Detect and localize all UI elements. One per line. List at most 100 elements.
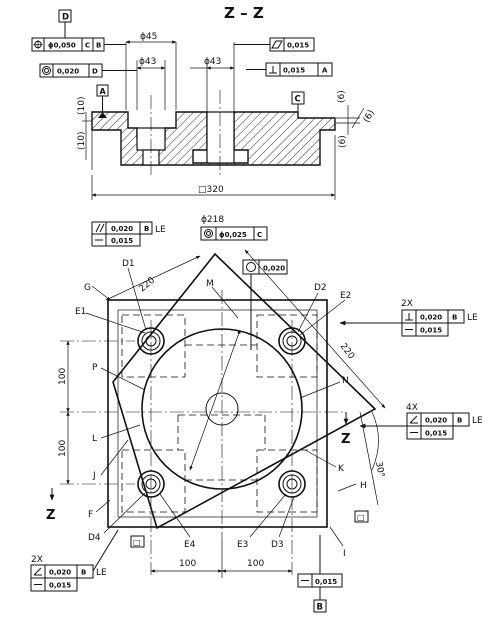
datum-c-tag: C: [291, 91, 305, 112]
dim-100-left-bottom: 100: [58, 440, 68, 457]
letter-k: K: [338, 464, 345, 474]
plan-view: 0,020 B 0,015 LE ϕ218 ϕ0,025 C 0,020: [30, 215, 483, 613]
svg-text:0,020: 0,020: [57, 68, 79, 76]
svg-text:0,020: 0,020: [425, 417, 447, 425]
angle-30: 30°: [373, 461, 386, 478]
plate-outline: [107, 299, 328, 528]
svg-text:0,015: 0,015: [315, 578, 337, 586]
concentricity-icon: [42, 66, 51, 75]
dim-6-a: (6): [337, 90, 347, 103]
small-square-markers: □ □: [130, 510, 369, 548]
dim-100-left-top: 100: [58, 368, 68, 385]
svg-text:D: D: [92, 68, 98, 76]
fcf-perpendicularity-2x: 0,020 B 0,015 LE: [339, 309, 478, 337]
count-4x: 4X: [406, 403, 418, 413]
svg-text:0,015: 0,015: [420, 327, 442, 335]
letter-j: J: [92, 471, 96, 481]
dim-220-right: 220: [338, 342, 357, 362]
fcf-cylindricity: 0,015: [234, 37, 315, 52]
dim-10-bottom: (10): [77, 132, 87, 150]
fcf-position: ϕ0,050 C B: [31, 37, 126, 52]
dim-100-bottom-right: 100: [247, 559, 264, 569]
section-marker-right: Z: [341, 432, 350, 447]
parallelism-icon: [95, 223, 101, 233]
dim-320: □320: [198, 185, 224, 195]
svg-text:B: B: [81, 569, 86, 577]
count-2x-left: 2X: [31, 555, 43, 565]
letter-m: M: [206, 279, 214, 289]
svg-text:□: □: [133, 538, 141, 547]
svg-text:LE: LE: [467, 313, 478, 323]
count-2x-right: 2X: [401, 299, 413, 309]
dim-10-top: (10): [77, 97, 87, 115]
svg-text:B: B: [96, 42, 101, 50]
letter-n: N: [342, 376, 349, 386]
letter-e1: E1: [75, 307, 86, 317]
letter-i: I: [343, 549, 346, 559]
letter-h: H: [360, 481, 367, 491]
svg-text:C: C: [85, 42, 90, 50]
fcf-angularity-4x: 0,020 B 0,015 LE: [359, 412, 483, 440]
angularity-icon: [409, 415, 418, 424]
svg-text:B: B: [144, 225, 149, 233]
svg-text:0,015: 0,015: [49, 582, 71, 590]
svg-text:B: B: [452, 314, 457, 322]
svg-text:A: A: [100, 87, 107, 96]
dim-100-bottom-left: 100: [179, 559, 196, 569]
svg-text:LE: LE: [155, 225, 166, 235]
svg-text:A: A: [322, 67, 328, 75]
rotated-square: [112, 252, 377, 530]
svg-text:ϕ0,025: ϕ0,025: [219, 231, 247, 239]
section-title: Z – Z: [224, 4, 264, 22]
svg-text:0,015: 0,015: [425, 430, 447, 438]
fcf-concentricity-phi218: ϕ0,025 C: [200, 226, 268, 241]
datum-d-tag: D: [58, 9, 72, 38]
svg-text:D: D: [62, 13, 69, 23]
dim-phi218: ϕ218: [201, 215, 224, 225]
letter-p: P: [92, 363, 98, 373]
dim-220-top: 220: [138, 275, 158, 294]
fcf-parallelism: 0,020 B 0,015 LE: [91, 221, 166, 247]
svg-text:0,020: 0,020: [49, 569, 71, 577]
cylindricity-icon: [271, 40, 283, 49]
fcf-perpendicularity: 0,015 A: [246, 62, 333, 77]
svg-text:C: C: [257, 231, 262, 239]
datum-b-tag: B: [313, 599, 327, 613]
fcf-concentricity: 0,020 D: [39, 63, 137, 78]
svg-text:0,015: 0,015: [111, 237, 133, 245]
dim-6-b: (6): [362, 108, 377, 124]
letter-d2: D2: [314, 283, 327, 293]
letter-e4: E4: [184, 540, 196, 550]
section-marker-left: Z: [46, 508, 55, 523]
svg-text:0,015: 0,015: [287, 42, 309, 50]
fcf-flatness-bottom: 0,015: [297, 535, 343, 600]
svg-text:0,020: 0,020: [111, 225, 133, 233]
svg-text:B: B: [457, 417, 462, 425]
letter-d3: D3: [271, 540, 284, 550]
reference-letters: G E1 D1 M D2 E2 P N L K J H F D4 E4 E3 D…: [75, 259, 367, 559]
svg-text:□: □: [357, 513, 365, 522]
concentricity-icon-2: [204, 229, 213, 238]
svg-text:0,020: 0,020: [420, 314, 442, 322]
letter-e3: E3: [237, 540, 248, 550]
letter-g: G: [84, 283, 91, 293]
dim-phi43-center: ϕ43: [204, 57, 221, 67]
dim-phi45: ϕ45: [140, 32, 157, 42]
leader-lines: [85, 267, 357, 547]
svg-text:ϕ0,050: ϕ0,050: [48, 42, 76, 50]
fcf-angularity-2x: 0,020 B 0,015 LE: [30, 529, 119, 592]
letter-e2: E2: [340, 291, 351, 301]
section-view: Z – Z D ϕ0,050 C B 0,0: [31, 4, 377, 200]
letter-d4: D4: [88, 533, 101, 543]
svg-text:LE: LE: [472, 416, 483, 426]
svg-text:LE: LE: [96, 568, 107, 578]
svg-text:0,020: 0,020: [263, 265, 285, 273]
svg-text:C: C: [295, 95, 301, 105]
letter-d1: D1: [122, 259, 135, 269]
dim-6-c: (6): [338, 135, 348, 148]
letter-f: F: [88, 510, 93, 520]
letter-l: L: [92, 434, 97, 444]
dim-phi43-left: ϕ43: [139, 57, 156, 67]
svg-text:0,015: 0,015: [283, 67, 305, 75]
